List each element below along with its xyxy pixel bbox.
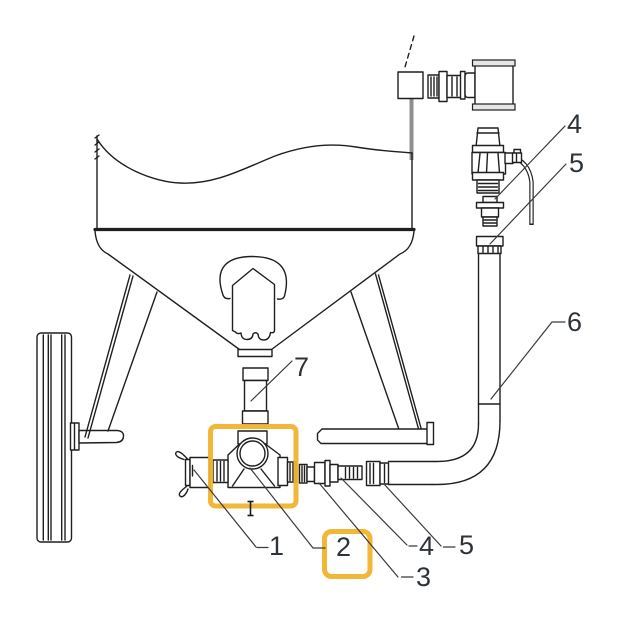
callout-4-upper: 4 xyxy=(567,109,582,139)
callout-labels: 1 2 3 4 5 4 5 6 7 xyxy=(269,109,584,592)
wheel xyxy=(36,332,73,543)
funnel-left-wall xyxy=(94,230,241,351)
leader-2 xyxy=(249,467,326,549)
claw-coupling xyxy=(175,450,211,498)
leader-4-upper xyxy=(494,125,566,200)
hose xyxy=(387,252,501,486)
callout-7: 7 xyxy=(294,352,309,382)
callout-1: 1 xyxy=(269,531,284,561)
foot-end-plate xyxy=(426,421,435,446)
leader-6 xyxy=(490,321,566,400)
callout-6: 6 xyxy=(567,307,582,337)
valve-lever xyxy=(509,153,534,225)
callout-2: 2 xyxy=(336,532,351,562)
wheel-assembly xyxy=(36,332,125,543)
legs xyxy=(84,273,425,439)
internal-poppet xyxy=(219,255,288,341)
callout-3: 3 xyxy=(416,562,431,592)
text-cursor-icon xyxy=(247,500,254,517)
right-foot xyxy=(316,421,435,446)
top-piping xyxy=(397,35,516,160)
leader-1 xyxy=(193,469,269,549)
hose-coupling-upper xyxy=(475,235,504,255)
bottom-valve-assembly xyxy=(175,367,390,498)
callout-4-lower: 4 xyxy=(419,531,434,561)
media-valve xyxy=(212,430,297,489)
ball-valve-assembly xyxy=(471,127,534,255)
valve-body xyxy=(471,151,507,175)
pipe-nipple xyxy=(241,367,269,425)
highlight-box-label-2 xyxy=(322,529,373,579)
break-dashed-line xyxy=(404,35,415,68)
break-ticks xyxy=(94,134,100,160)
pipe-block xyxy=(397,71,424,100)
leader-5-upper xyxy=(489,163,567,245)
fittings-row xyxy=(298,459,390,487)
leader-7 xyxy=(250,360,293,402)
funnel-right-wall xyxy=(270,230,415,351)
tank xyxy=(93,134,416,358)
funnel-outlet-flange xyxy=(237,348,273,358)
foot-bar xyxy=(316,428,429,445)
valve-top-thread xyxy=(475,127,501,148)
tank-top-wave xyxy=(96,138,413,184)
pipe-drop xyxy=(409,98,414,160)
highlight-annotations xyxy=(208,424,373,579)
tee-fitting xyxy=(459,59,516,111)
hex-bushing xyxy=(427,70,463,103)
axle-bar xyxy=(78,429,125,444)
callout-5-lower: 5 xyxy=(459,530,474,560)
callout-5-upper: 5 xyxy=(569,148,584,178)
leader-3 xyxy=(318,482,414,578)
highlight-box-valve xyxy=(208,424,299,509)
hex-nipple xyxy=(313,461,326,485)
leader-5-lower xyxy=(383,483,456,548)
leader-4-lower xyxy=(340,477,418,547)
barb-adapter-upper xyxy=(475,195,505,227)
leader-lines xyxy=(193,125,567,578)
